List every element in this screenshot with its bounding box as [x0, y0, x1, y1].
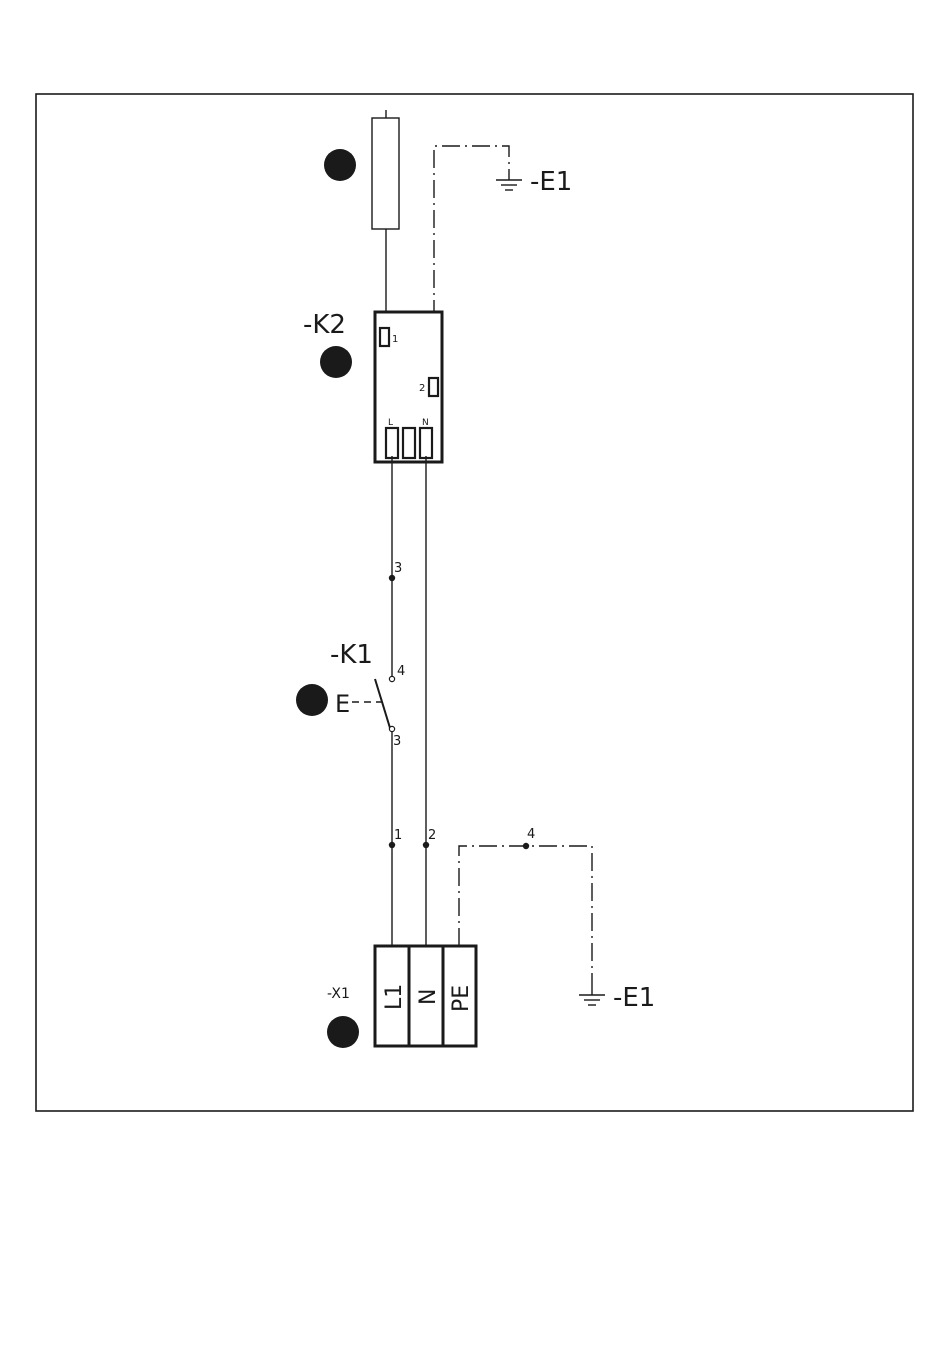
k2-pin-n-label: N: [422, 418, 429, 428]
earth-top-pe-wire: [434, 146, 509, 378]
wire-4-dot: [523, 843, 529, 849]
earth-top-label: -E1: [530, 167, 572, 197]
heating-element-resistor: [372, 118, 399, 229]
wire-1-label: 1: [394, 828, 402, 843]
k2-pin1-terminal: [380, 328, 389, 346]
wire-2-label: 2: [428, 828, 436, 843]
k2-pin2-terminal: [429, 378, 438, 396]
k1-pin4-label: 4: [397, 664, 405, 679]
earth-bottom-label: -E1: [613, 983, 655, 1013]
k1-actuator-label: E: [335, 690, 350, 718]
k1-contact-4: [389, 676, 394, 681]
earth-bottom-symbol: [579, 983, 605, 1005]
k2-callout-marker: [320, 346, 352, 378]
k2-label: -K2: [303, 310, 346, 340]
k2-pin2-label: 2: [419, 383, 425, 394]
terminal-n-label: N: [416, 989, 441, 1005]
k2-terminal-l: [386, 428, 398, 458]
element-callout-marker: [324, 149, 356, 181]
pe-wire-x1-to-earth: [459, 846, 592, 983]
earth-top-symbol: [496, 174, 522, 190]
k1-pin3-label: 3: [393, 734, 401, 749]
k1-switch-blade: [375, 679, 390, 728]
terminal-pe-label: PE: [449, 985, 474, 1012]
k2-pin1-label: 1: [392, 334, 398, 345]
k1-contact-3: [389, 726, 394, 731]
k2-terminal-mid: [403, 428, 415, 458]
terminal-l1-label: L1: [382, 984, 407, 1010]
k2-pin-l-label: L: [388, 418, 393, 428]
wire-4-label: 4: [527, 827, 535, 842]
node-3-top-label: 3: [394, 561, 402, 576]
x1-callout-marker: [327, 1016, 359, 1048]
k2-terminal-n: [420, 428, 432, 458]
x1-label: -X1: [327, 986, 350, 1002]
k1-label: -K1: [330, 640, 373, 670]
k1-callout-marker: [296, 684, 328, 716]
